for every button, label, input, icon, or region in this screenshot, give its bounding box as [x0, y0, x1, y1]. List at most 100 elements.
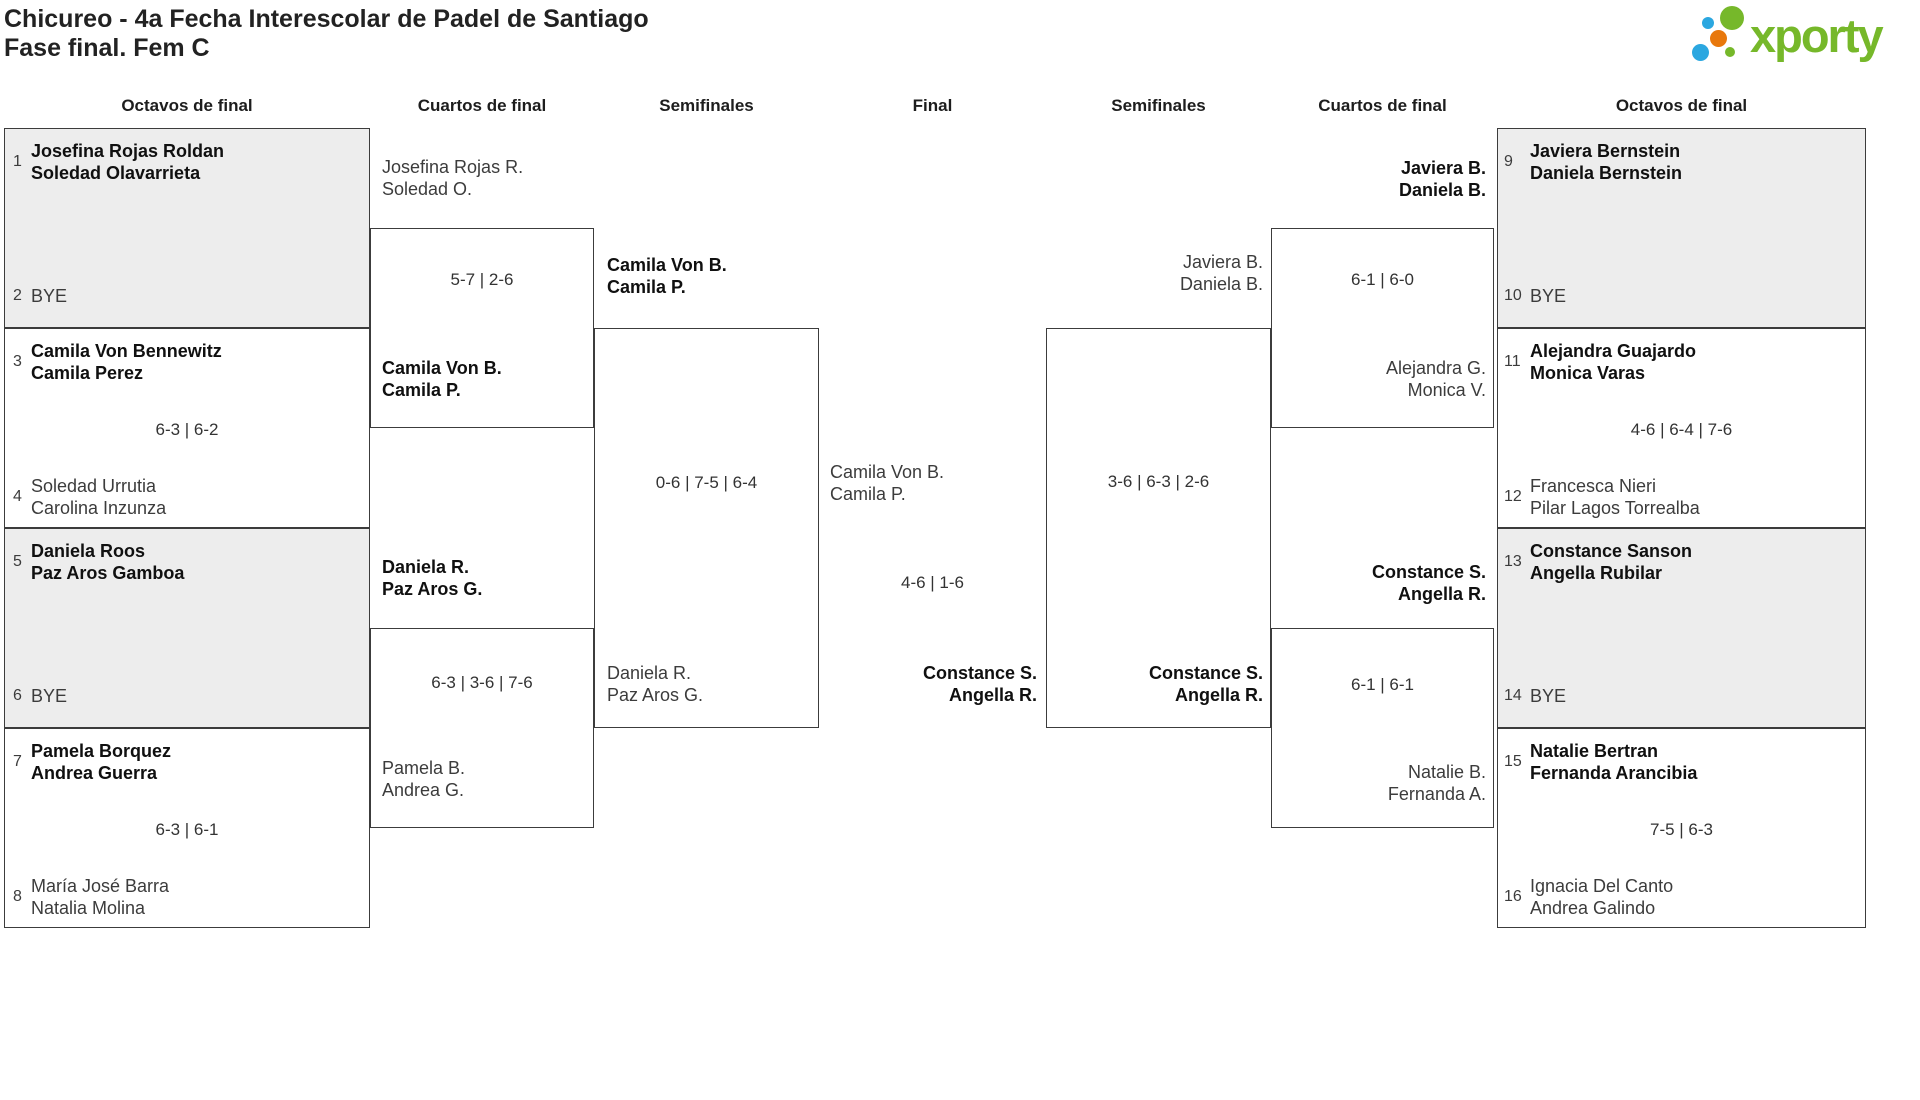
player-name: Daniela B.	[1398, 180, 1486, 200]
round-header-final: Final	[912, 96, 953, 115]
team-name: BYE	[1530, 685, 1566, 707]
match-score: 6-3 | 6-1	[155, 820, 219, 839]
team-name: Camila Von Bennewitz Camila Perez	[31, 340, 222, 384]
team-row: 13 Constance Sanson Angella Rubilar	[1498, 540, 1865, 584]
match-box-cuartos-left-1	[370, 228, 594, 428]
player-name: Camila Perez	[31, 363, 144, 383]
advancing-team-label: Alejandra G. Monica V.	[1386, 357, 1486, 401]
advancing-team-label: Natalie B. Fernanda A.	[1388, 761, 1486, 805]
logo-dot-green-big	[1720, 6, 1744, 30]
team-row: 10 BYE	[1498, 285, 1865, 307]
team-row: 14 BYE	[1498, 685, 1865, 707]
champion-label: Constance S. Angella R.	[923, 662, 1037, 706]
advancing-team-label: Daniela R. Paz Aros G.	[607, 662, 703, 706]
seed-number: 2	[13, 287, 22, 304]
match-score: 6-3 | 6-2	[155, 420, 219, 439]
player-name: Camila P.	[382, 380, 461, 400]
player-name: Fernanda A.	[1387, 784, 1486, 804]
seed-number: 6	[13, 687, 22, 704]
player-name: Angella R.	[1174, 685, 1263, 705]
round-header-cuartos-left: Cuartos de final	[417, 96, 547, 115]
team-row: 1 Josefina Rojas Roldan Soledad Olavarri…	[5, 140, 369, 184]
round-header-octavos-right: Octavos de final	[1615, 96, 1748, 115]
advancing-team-label: Pamela B. Andrea G.	[382, 757, 465, 801]
player-name: Javiera B.	[1400, 158, 1486, 178]
player-name: Soledad O.	[382, 179, 473, 199]
page-subtitle: Fase final. Fem C	[4, 34, 210, 62]
team-name: Pamela Borquez Andrea Guerra	[31, 740, 171, 784]
team-name: Soledad Urrutia Carolina Inzunza	[31, 475, 166, 519]
player-name: Natalie B.	[1407, 762, 1486, 782]
player-name: Alejandra G.	[1385, 358, 1486, 378]
logo-dot-orange	[1710, 30, 1727, 47]
team-name: BYE	[31, 685, 67, 707]
round-header-cuartos-right: Cuartos de final	[1318, 96, 1447, 115]
player-name: Fernanda Arancibia	[1530, 763, 1698, 783]
team-row: 16 Ignacia Del Canto Andrea Galindo	[1498, 875, 1865, 919]
seed-number: 8	[13, 888, 22, 905]
player-name: Javiera Bernstein	[1530, 141, 1681, 161]
player-name: Camila P.	[830, 484, 906, 504]
player-name: Francesca Nieri	[1530, 476, 1657, 496]
seed-number: 14	[1504, 687, 1522, 704]
seed-number: 15	[1504, 753, 1522, 770]
player-name: Soledad Urrutia	[31, 476, 157, 496]
team-row: 7 Pamela Borquez Andrea Guerra	[5, 740, 369, 784]
seed-number: 5	[13, 553, 22, 570]
final-score: 4-6 | 1-6	[900, 573, 964, 592]
match-box-octavos-right-4: 15 Natalie Bertran Fernanda Arancibia 7-…	[1497, 728, 1866, 928]
player-name: Pamela Borquez	[31, 741, 172, 761]
advancing-team-label: Josefina Rojas R. Soledad O.	[382, 156, 523, 200]
advancing-team-label: Daniela R. Paz Aros G.	[382, 556, 482, 600]
team-name: Natalie Bertran Fernanda Arancibia	[1530, 740, 1697, 784]
match-box-octavos-left-2: 3 Camila Von Bennewitz Camila Perez 6-3 …	[4, 328, 370, 528]
player-name: Javiera B.	[1182, 252, 1263, 272]
match-score: 7-5 | 6-3	[1649, 820, 1713, 839]
player-name: Monica Varas	[1530, 363, 1646, 383]
player-name: Natalia Molina	[31, 898, 146, 918]
player-name: Angella R.	[1397, 584, 1486, 604]
player-name: Angella Rubilar	[1530, 563, 1663, 583]
logo-wordmark: xporty	[1750, 9, 1884, 62]
player-name: Constance S.	[1148, 663, 1263, 683]
match-box-cuartos-left-2	[370, 628, 594, 828]
player-name: Paz Aros G.	[382, 579, 483, 599]
team-row: 4 Soledad Urrutia Carolina Inzunza	[5, 475, 369, 519]
player-name: Angella R.	[948, 685, 1037, 705]
player-name: Daniela Roos	[31, 541, 146, 561]
player-name: Alejandra Guajardo	[1530, 341, 1697, 361]
match-score: 3-6 | 6-3 | 2-6	[1107, 472, 1210, 491]
team-name: Josefina Rojas Roldan Soledad Olavarriet…	[31, 140, 224, 184]
player-name: Constance Sanson	[1530, 541, 1693, 561]
player-name: María José Barra	[31, 876, 170, 896]
team-name: BYE	[1530, 285, 1566, 307]
player-name: Ignacia Del Canto	[1530, 876, 1674, 896]
xporty-logo[interactable]: xporty	[1690, 0, 1912, 78]
advancing-team-label: Constance S. Angella R.	[1372, 561, 1486, 605]
player-name: Soledad Olavarrieta	[31, 163, 201, 183]
team-row: 15 Natalie Bertran Fernanda Arancibia	[1498, 740, 1865, 784]
player-name: Natalie Bertran	[1530, 741, 1659, 761]
player-name: Daniela R.	[607, 663, 692, 683]
team-name: Ignacia Del Canto Andrea Galindo	[1530, 875, 1673, 919]
seed-number: 12	[1504, 488, 1522, 505]
player-name: Constance S.	[1371, 562, 1486, 582]
match-score: 6-1 | 6-0	[1350, 270, 1414, 289]
round-header-semifinal-left: Semifinales	[659, 96, 754, 115]
seed-number: 3	[13, 353, 22, 370]
round-header-octavos-left: Octavos de final	[121, 96, 253, 115]
match-score: 0-6 | 7-5 | 6-4	[655, 473, 758, 492]
player-name: Josefina Rojas Roldan	[31, 141, 225, 161]
advancing-team-label: Constance S. Angella R.	[1149, 662, 1263, 706]
seed-number: 1	[13, 153, 22, 170]
player-name: Pilar Lagos Torrealba	[1530, 498, 1700, 518]
player-name: Camila Von B.	[382, 358, 502, 378]
team-row: 2 BYE	[5, 285, 369, 307]
player-name: Daniela Bernstein	[1530, 163, 1683, 183]
match-box-octavos-left-1: 1 Josefina Rojas Roldan Soledad Olavarri…	[4, 128, 370, 328]
match-box-octavos-right-2: 11 Alejandra Guajardo Monica Varas 4-6 |…	[1497, 328, 1866, 528]
page-title: Chicureo - 4a Fecha Interescolar de Pade…	[4, 5, 649, 33]
seed-number: 10	[1504, 287, 1522, 304]
match-box-cuartos-right-2	[1271, 628, 1494, 828]
team-row: 12 Francesca Nieri Pilar Lagos Torrealba	[1498, 475, 1865, 519]
